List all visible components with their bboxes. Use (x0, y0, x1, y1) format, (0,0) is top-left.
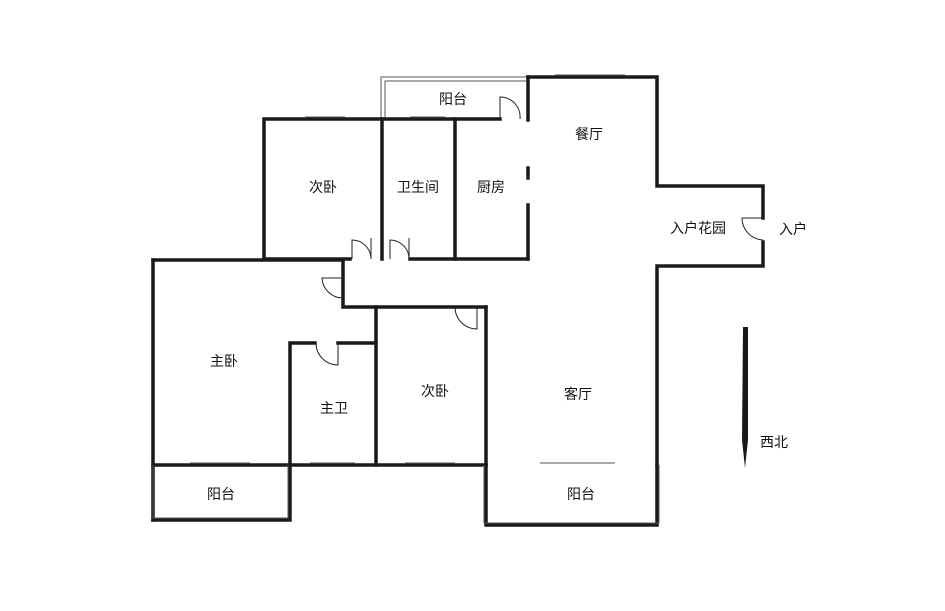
balcony-top-outline (380, 76, 528, 119)
kitchen-label: 厨房 (477, 180, 505, 196)
dining-label: 餐厅 (575, 127, 603, 143)
windows (152, 74, 660, 524)
doors (315, 96, 764, 366)
entry-garden-label: 入户花园 (670, 220, 726, 237)
entrance-label: 入户 (779, 221, 807, 238)
master-bath-label: 主卫 (320, 401, 348, 417)
walls (151, 75, 765, 527)
balcony-right-label: 阳台 (567, 487, 595, 503)
bedroom-mid-label: 次卧 (421, 384, 449, 400)
bedroom-top-label: 次卧 (309, 180, 337, 196)
orientation-label: 西北 (760, 435, 788, 451)
living-label: 客厅 (564, 386, 592, 403)
balcony-left-label: 阳台 (207, 487, 235, 503)
bathroom-label: 卫生间 (397, 180, 439, 196)
balcony-top-label: 阳台 (439, 92, 467, 108)
direction-arrow-icon (742, 327, 748, 468)
master-bedroom-label: 主卧 (210, 354, 238, 370)
